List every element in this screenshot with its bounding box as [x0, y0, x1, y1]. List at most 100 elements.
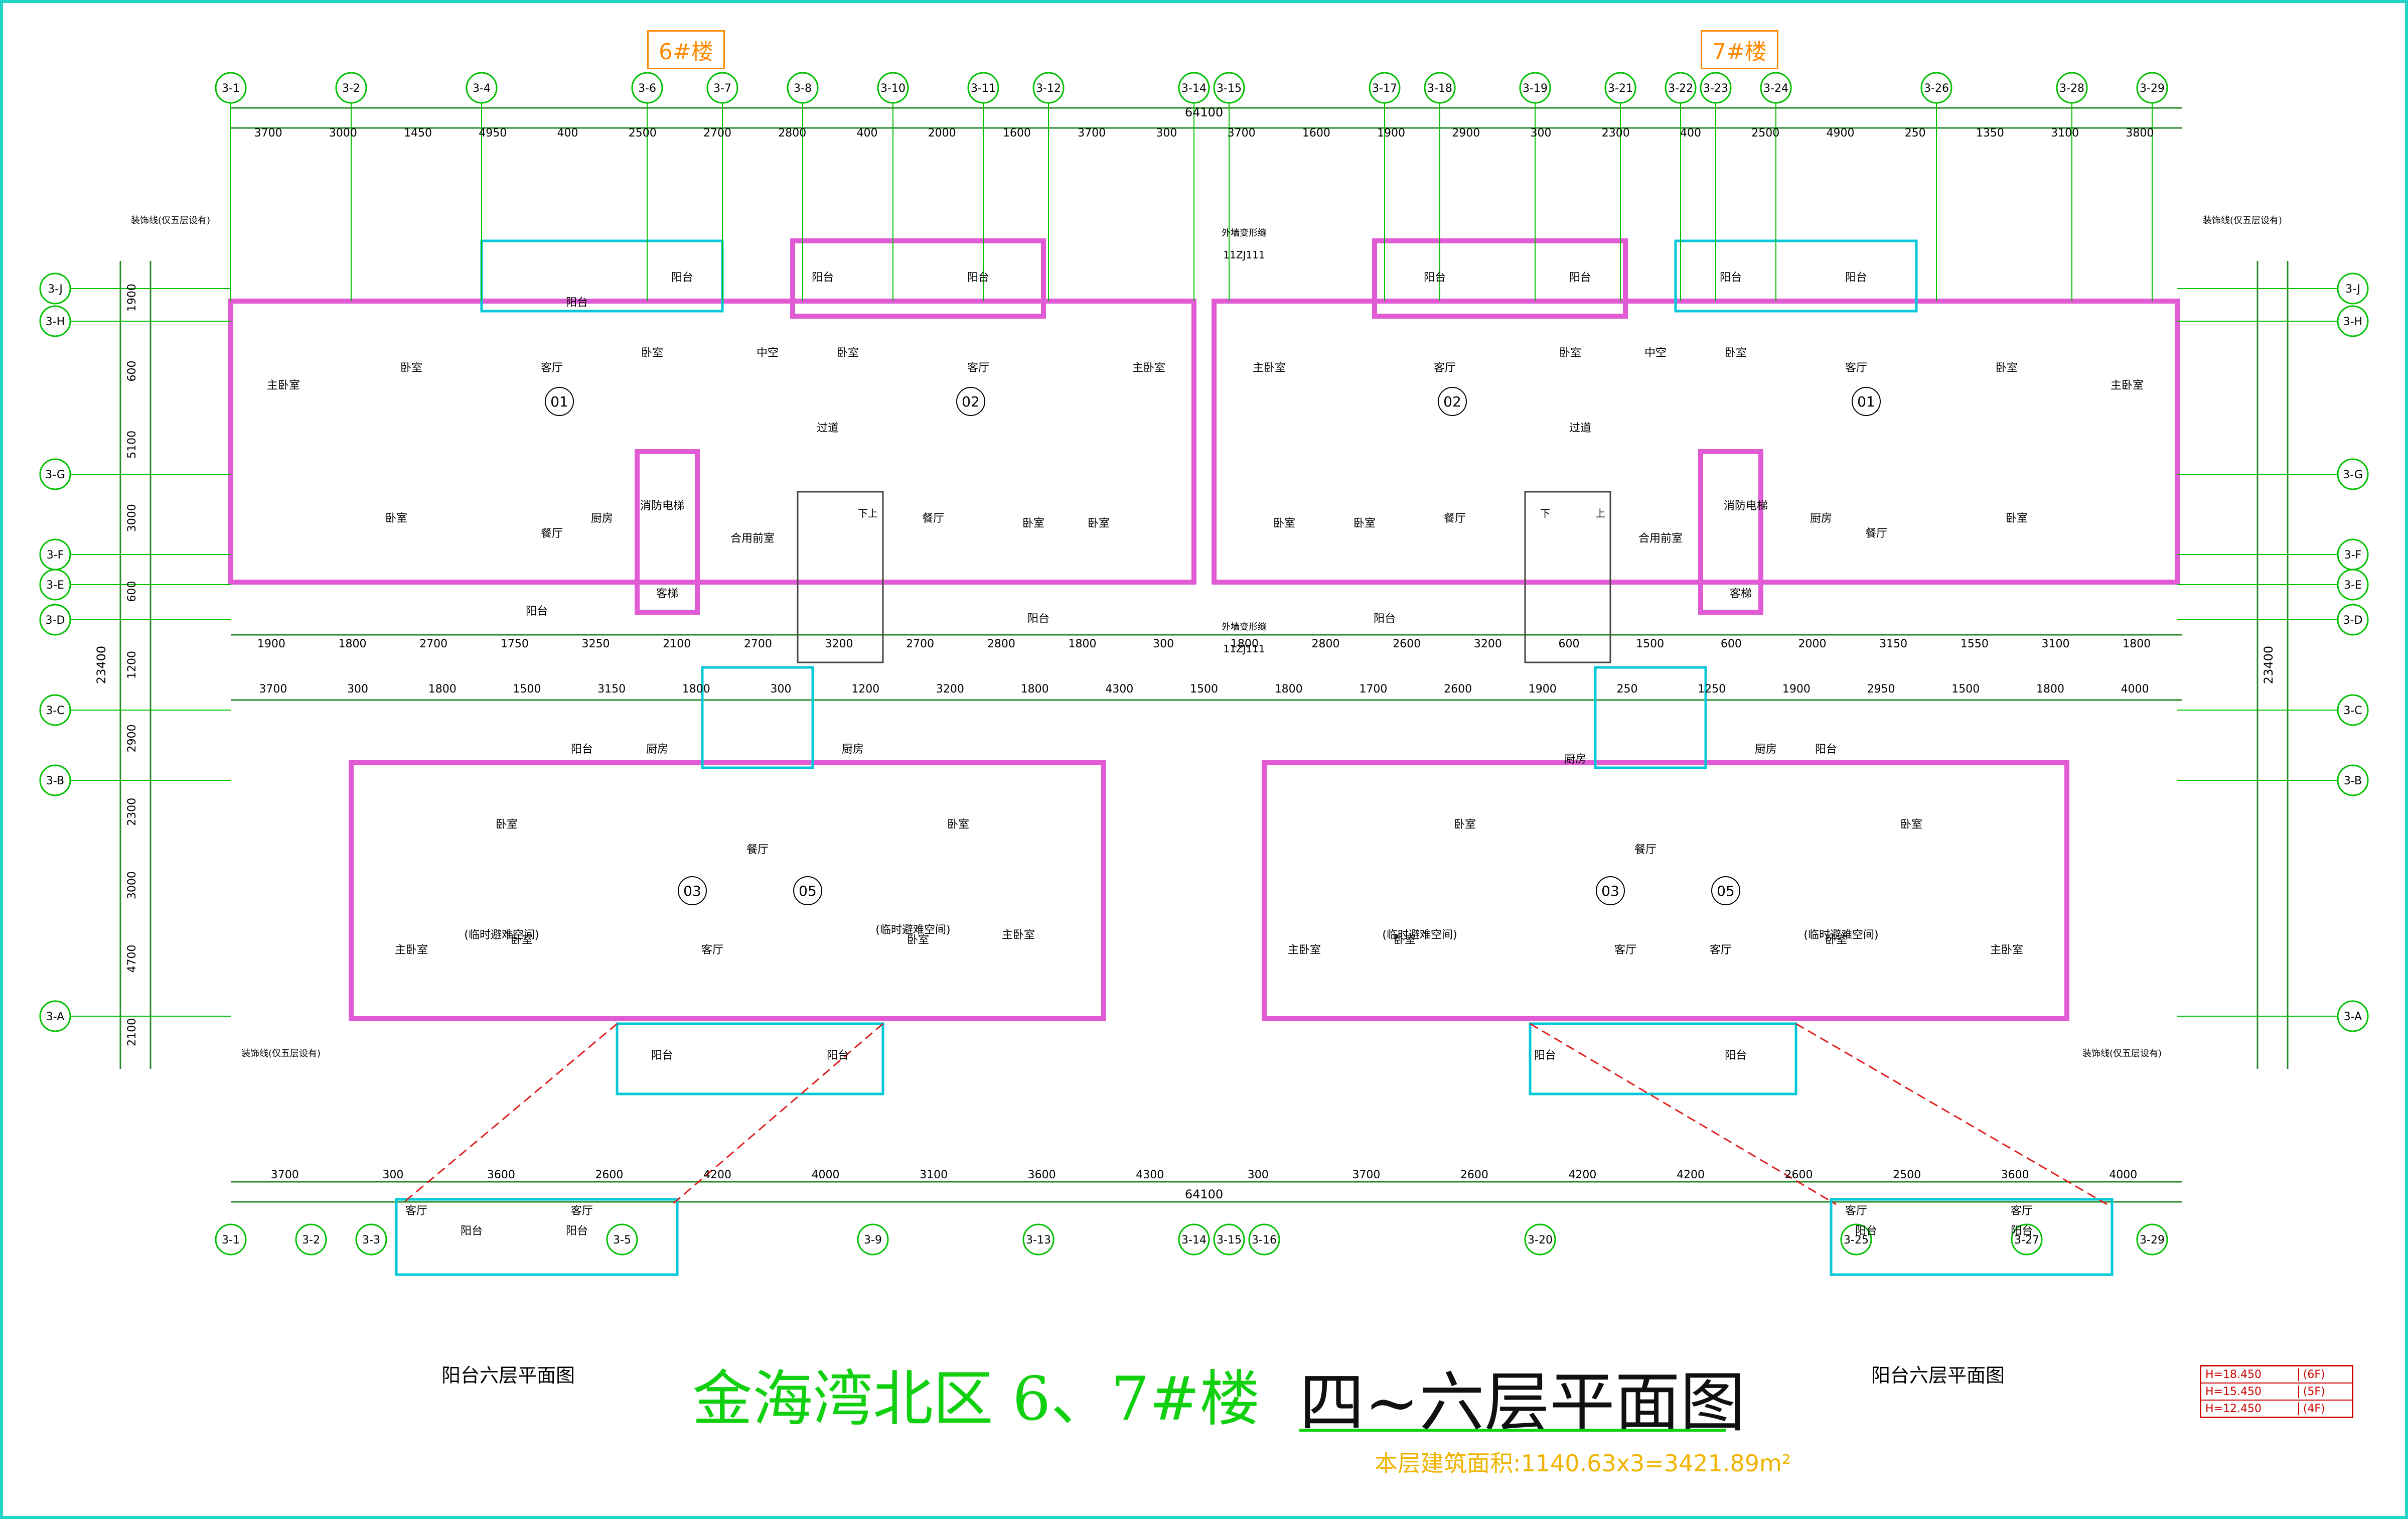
bottom-dim: 4200 — [703, 1169, 731, 1181]
axis-right-3-D-label: 3-D — [2343, 614, 2363, 627]
bottom-dim: 3600 — [487, 1169, 515, 1181]
axis-left-3-C-circle — [39, 694, 71, 726]
unit-number-circle — [793, 876, 822, 905]
left-dim: 3000 — [126, 504, 138, 532]
reference-code: 11ZJ111 — [1223, 643, 1265, 655]
top-dim: 1350 — [1976, 127, 2004, 140]
axis-right-3-G-label: 3-G — [2343, 469, 2363, 481]
axis-top-3-12-circle — [1032, 72, 1065, 104]
room-label: 过道 — [817, 422, 839, 435]
room-label: 客厅 — [1845, 1205, 1867, 1217]
axis-top-3-28-circle — [2056, 72, 2088, 104]
top-dim: 2500 — [1751, 127, 1779, 140]
room-label: 餐厅 — [746, 844, 769, 856]
top-dim: 1900 — [1377, 127, 1405, 140]
mid-dim-lower: 4300 — [1105, 683, 1133, 696]
mid-dim-lower: 1800 — [1021, 683, 1049, 696]
title-sub: 四~六层平面图 — [1299, 1364, 1745, 1441]
axis-left-3-F-label: 3-F — [47, 549, 64, 562]
axis-left-3-G-circle — [39, 458, 71, 490]
axis-right-3-J-circle — [2337, 272, 2369, 305]
mid-dim-upper: 1500 — [1636, 638, 1664, 650]
axis-bottom-3-2-label: 3-2 — [302, 1234, 320, 1247]
axis-top-3-2-circle — [335, 72, 367, 104]
room-label: 餐厅 — [1634, 844, 1657, 856]
mid-dim-lower: 1900 — [1529, 683, 1557, 696]
axis-top-3-10-label: 3-10 — [880, 82, 906, 95]
mid-dim-upper: 2700 — [906, 638, 934, 650]
mid-dim-lower: 1700 — [1359, 683, 1387, 696]
unit-number-circle — [545, 387, 574, 416]
axis-left-3-C-label: 3-C — [46, 705, 64, 717]
axis-left-3-B-label: 3-B — [46, 775, 64, 787]
axis-top-3-4-label: 3-4 — [473, 82, 491, 95]
axis-top-3-10-circle — [877, 72, 909, 104]
axis-left-3-A-circle — [39, 1000, 71, 1032]
room-label: 厨房 — [1755, 743, 1777, 756]
axis-top-3-4-circle — [466, 72, 498, 104]
top-dim: 300 — [1156, 127, 1177, 140]
room-label: 卧室 — [1725, 347, 1747, 359]
room-label: 阳台 — [1845, 271, 1867, 284]
left-dim: 600 — [126, 581, 138, 602]
drawing-title: 金海湾北区 6、7#楼 四~六层平面图 — [692, 1350, 1796, 1441]
axis-bottom-3-14-label: 3-14 — [1181, 1234, 1207, 1247]
room-label: (临时避难空间) — [464, 929, 539, 941]
axis-bottom-3-1-circle — [215, 1223, 247, 1256]
room-label: 卧室 — [1022, 517, 1044, 530]
deco-line-note: 装饰线(仅五层设有) — [131, 215, 210, 226]
left-dim: 1200 — [126, 651, 138, 679]
left-dim: 4700 — [126, 944, 138, 973]
axis-bottom-3-25-circle — [1840, 1223, 1872, 1256]
mid-dim-upper: 1550 — [1961, 638, 1989, 650]
axis-bottom-3-9-circle — [857, 1223, 889, 1256]
room-label: (临时避难空间) — [875, 924, 950, 936]
mid-dim-lower: 1800 — [428, 683, 457, 696]
building-7-tag: 7#楼 — [1701, 30, 1778, 69]
mid-dim-upper: 2700 — [744, 638, 772, 650]
axis-top-3-6-label: 3-6 — [638, 82, 656, 95]
axis-left-3-J-circle — [39, 272, 71, 305]
axis-bottom-3-27-circle — [2011, 1223, 2043, 1256]
axis-top-3-14-label: 3-14 — [1181, 82, 1207, 95]
room-label: 卧室 — [837, 347, 859, 359]
room-label: 阳台 — [1424, 271, 1446, 284]
room-label: 阳台 — [671, 271, 693, 284]
room-label: 客厅 — [541, 362, 563, 374]
mid-dim-lower: 3200 — [936, 683, 964, 696]
axis-top-3-28-label: 3-28 — [2059, 82, 2084, 95]
top-dim: 3700 — [254, 127, 282, 140]
axis-top-3-15-circle — [1213, 72, 1245, 104]
top-dim: 1450 — [404, 127, 432, 140]
room-label: 卧室 — [641, 347, 663, 359]
axis-bottom-3-1-label: 3-1 — [222, 1234, 240, 1247]
room-label: 卧室 — [947, 818, 969, 831]
mid-dim-upper: 1800 — [339, 638, 367, 650]
bottom-dim: 2600 — [1460, 1169, 1488, 1181]
axis-bottom-3-9-label: 3-9 — [864, 1234, 882, 1247]
axis-top-3-22-circle — [1665, 72, 1697, 104]
mid-dim-lower: 300 — [347, 683, 368, 696]
axis-top-3-11-label: 3-11 — [971, 82, 996, 95]
axis-left-3-D-circle — [39, 604, 71, 636]
mid-dim-lower: 1250 — [1698, 683, 1726, 696]
unit-number-circle — [956, 387, 985, 416]
legend-floor: (5F) — [2303, 1385, 2325, 1398]
stair-direction: 上 — [1595, 507, 1605, 519]
room-label: 厨房 — [842, 743, 864, 756]
axis-top-3-29-circle — [2136, 72, 2168, 104]
bottom-dim: 4200 — [1568, 1169, 1596, 1181]
axis-top-3-19-label: 3-19 — [1523, 82, 1548, 95]
room-label: 卧室 — [1394, 934, 1416, 946]
bottom-dim: 300 — [382, 1169, 403, 1181]
room-label: 客梯 — [656, 588, 678, 600]
axis-right-3-H-circle — [2337, 305, 2369, 337]
stair-direction: 下 — [858, 507, 868, 519]
mid-dim-upper: 3200 — [825, 638, 853, 650]
axis-right-3-B-label: 3-B — [2344, 775, 2362, 787]
axis-right-3-H-label: 3-H — [2343, 316, 2362, 328]
axis-bottom-3-16-circle — [1248, 1223, 1280, 1256]
bottom-dim: 4200 — [1677, 1169, 1705, 1181]
axis-top-3-17-circle — [1369, 72, 1401, 104]
axis-top-3-26-label: 3-26 — [1924, 82, 1949, 95]
